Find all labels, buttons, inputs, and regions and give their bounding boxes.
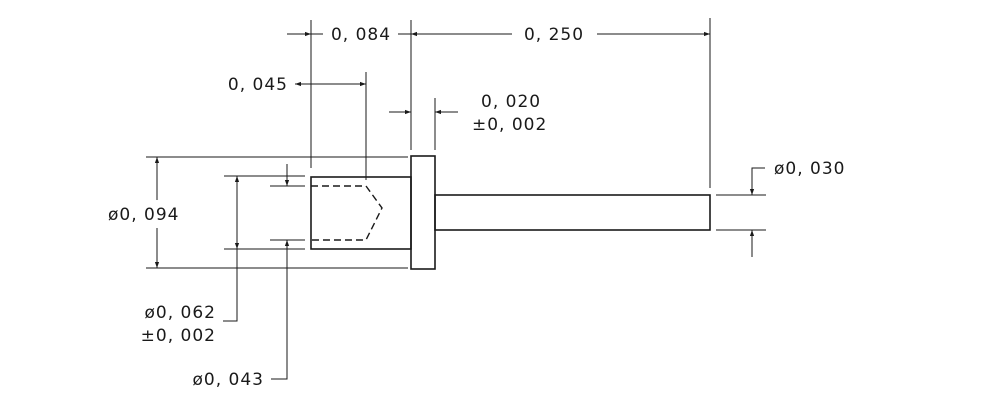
part-outline <box>310 155 711 270</box>
dim-250-label: 0, 250 <box>524 25 584 45</box>
dia-094-label: ø0, 094 <box>108 205 179 225</box>
pin-shaft <box>434 194 711 231</box>
dia-030-label: ø0, 030 <box>774 159 845 179</box>
dim-084-label: 0, 084 <box>331 25 391 45</box>
dimension-lines <box>154 31 765 380</box>
barrel-body <box>310 176 412 250</box>
dim-045-label: 0, 045 <box>228 75 288 95</box>
flange-head <box>410 155 436 270</box>
dia-062-label: ø0, 062 <box>145 303 216 323</box>
dia-062-tolerance: ±0, 002 <box>141 326 216 346</box>
dimension-labels: 0, 084 0, 250 0, 045 0, 020 ±0, 002 ø0, … <box>108 25 845 390</box>
dia-043-label: ø0, 043 <box>193 370 264 390</box>
extension-lines <box>146 18 766 269</box>
hidden-bore <box>311 185 383 241</box>
dim-020-tolerance: ±0, 002 <box>472 115 547 135</box>
dim-020-label: 0, 020 <box>481 92 541 112</box>
